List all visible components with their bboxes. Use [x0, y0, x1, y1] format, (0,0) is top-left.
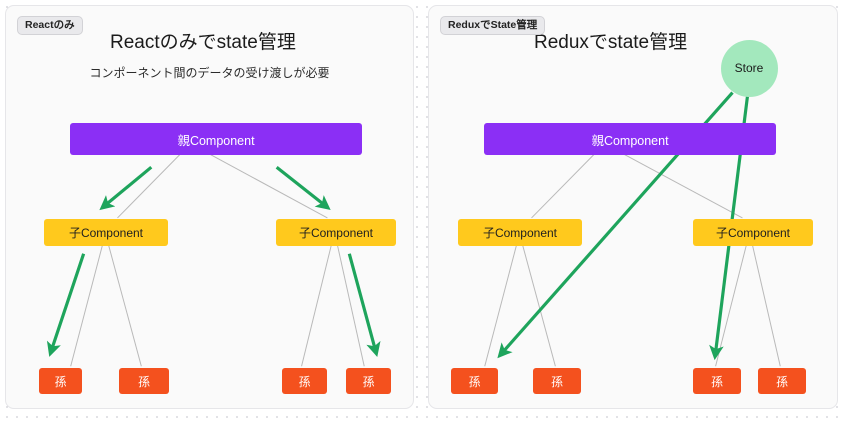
tree-edge — [108, 244, 142, 367]
panel-react-only: Reactのみ Reactのみでstate管理 コンポーネント間のデータの受け渡… — [5, 5, 414, 409]
node-grandchild[interactable]: 孫 — [533, 368, 581, 394]
tree-edge — [301, 244, 332, 367]
node-grandchild[interactable]: 孫 — [758, 368, 806, 394]
node-grandchild[interactable]: 孫 — [346, 368, 391, 394]
node-grandchild[interactable]: 孫 — [39, 368, 82, 394]
tree-edge — [484, 244, 518, 367]
node-store[interactable]: Store — [720, 39, 778, 97]
node-child-component[interactable]: 子Component — [458, 219, 582, 246]
node-child-component[interactable]: 子Component — [44, 219, 168, 246]
flow-arrow-parent-to-right-child — [275, 165, 331, 210]
tree-edge-group — [484, 153, 781, 367]
node-grandchild[interactable]: 孫 — [451, 368, 498, 394]
node-grandchild[interactable]: 孫 — [119, 368, 169, 394]
flow-arrow-right-child-to-grandchild — [347, 253, 381, 357]
flow-arrow-parent-to-left-child — [99, 165, 153, 211]
tree-edge — [209, 153, 328, 219]
node-child-component[interactable]: 子Component — [693, 219, 813, 246]
tree-edge — [117, 153, 181, 219]
panel-badge-redux: ReduxでState管理 — [440, 16, 546, 36]
page-title-react-only: Reactのみでstate管理 — [110, 31, 296, 53]
tree-edge — [70, 244, 104, 367]
tree-edge — [751, 244, 781, 367]
flow-arrow-group — [46, 165, 381, 357]
panel-subtitle-react-only: コンポーネント間のデータの受け渡しが必要 — [89, 66, 330, 80]
node-parent-component[interactable]: 親Component — [70, 123, 362, 155]
tree-edge-group — [70, 153, 365, 367]
flow-arrow-left-child-to-grandchild — [46, 253, 86, 357]
node-parent-component[interactable]: 親Component — [484, 123, 776, 155]
tree-edge — [623, 153, 743, 219]
tree-edge — [522, 244, 556, 367]
node-child-component[interactable]: 子Component — [276, 219, 396, 246]
node-grandchild[interactable]: 孫 — [282, 368, 327, 394]
panel-badge-react-only: Reactのみ — [17, 16, 83, 36]
tree-edge — [531, 153, 595, 219]
node-grandchild[interactable]: 孫 — [693, 368, 741, 394]
tree-edge — [715, 244, 747, 367]
panel-redux: ReduxでState管理 Reduxでstate管理 Store 親Compo… — [428, 5, 838, 409]
page-title-redux: Reduxでstate管理 — [534, 31, 688, 53]
tree-edge — [336, 244, 365, 367]
